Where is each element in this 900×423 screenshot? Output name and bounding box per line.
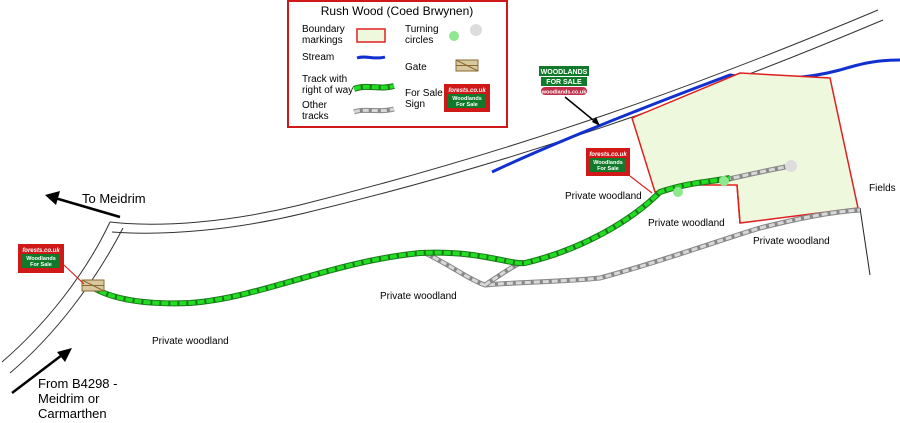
svg-text:Other: Other <box>302 100 328 111</box>
svg-text:Turning: Turning <box>405 24 439 35</box>
legend-gate-icon <box>455 59 479 72</box>
label-private-1: Private woodland <box>565 191 642 202</box>
svg-text:Track with: Track with <box>302 74 347 85</box>
right-of-way-track <box>90 175 731 307</box>
svg-text:For Sale: For Sale <box>30 262 52 268</box>
svg-text:woodlands.co.uk: woodlands.co.uk <box>541 90 588 96</box>
svg-text:Woodlands: Woodlands <box>26 256 56 262</box>
arrow-from-b4298 <box>11 348 72 394</box>
svg-text:tracks: tracks <box>302 111 329 122</box>
svg-text:WOODLANDS: WOODLANDS <box>541 69 588 76</box>
svg-text:right of way: right of way <box>302 85 353 96</box>
svg-text:Gate: Gate <box>405 62 427 73</box>
label-from-line1: From B4298 - <box>38 376 117 391</box>
svg-text:Woodlands: Woodlands <box>452 96 482 102</box>
svg-text:forests.co.uk: forests.co.uk <box>22 248 60 254</box>
gate-icon <box>81 279 105 292</box>
svg-text:For Sale: For Sale <box>456 102 478 108</box>
svg-text:Boundary: Boundary <box>302 24 345 35</box>
sign-pointer-arrow <box>564 96 599 125</box>
arrow-to-meidrim <box>45 191 121 219</box>
label-private-5: Private woodland <box>152 336 229 347</box>
svg-text:Sign: Sign <box>405 99 425 110</box>
legend-turning-green <box>449 31 459 41</box>
svg-text:forests.co.uk: forests.co.uk <box>448 88 486 94</box>
for-sale-sign-left: forests.co.uk Woodlands For Sale <box>18 244 64 273</box>
legend-turning-grey <box>470 24 482 36</box>
turning-circle-green-1 <box>673 187 683 197</box>
label-private-2: Private woodland <box>648 218 725 229</box>
svg-text:forests.co.uk: forests.co.uk <box>589 152 627 158</box>
svg-text:circles: circles <box>405 35 433 46</box>
for-sale-sign-middle: forests.co.uk Woodlands For Sale <box>586 148 630 176</box>
label-to-meidrim: To Meidrim <box>82 191 146 206</box>
svg-text:Woodlands: Woodlands <box>593 160 623 166</box>
svg-text:markings: markings <box>302 35 343 46</box>
label-private-4: Private woodland <box>380 291 457 302</box>
label-from-line2: Meidrim or <box>38 391 100 406</box>
svg-text:For Sale: For Sale <box>597 166 619 172</box>
svg-text:For Sale: For Sale <box>405 88 443 99</box>
label-private-3: Private woodland <box>753 236 830 247</box>
legend-title: Rush Wood (Coed Brwynen) <box>321 4 474 18</box>
turning-circle-green-2 <box>719 176 729 186</box>
svg-text:FOR SALE: FOR SALE <box>546 79 582 86</box>
label-from-line3: Carmarthen <box>38 406 107 421</box>
legend-boundary-swatch <box>356 28 386 43</box>
svg-text:Stream: Stream <box>302 52 334 63</box>
woodlands-for-sale-sign: WOODLANDS FOR SALE woodlands.co.uk <box>539 66 589 96</box>
turning-circle-grey <box>785 160 797 172</box>
legend-sale-sign: forests.co.uk Woodlands For Sale <box>444 84 490 112</box>
legend: Rush Wood (Coed Brwynen) Boundary markin… <box>287 0 508 128</box>
label-fields: Fields <box>869 183 896 194</box>
legend-stream-swatch <box>356 55 386 60</box>
